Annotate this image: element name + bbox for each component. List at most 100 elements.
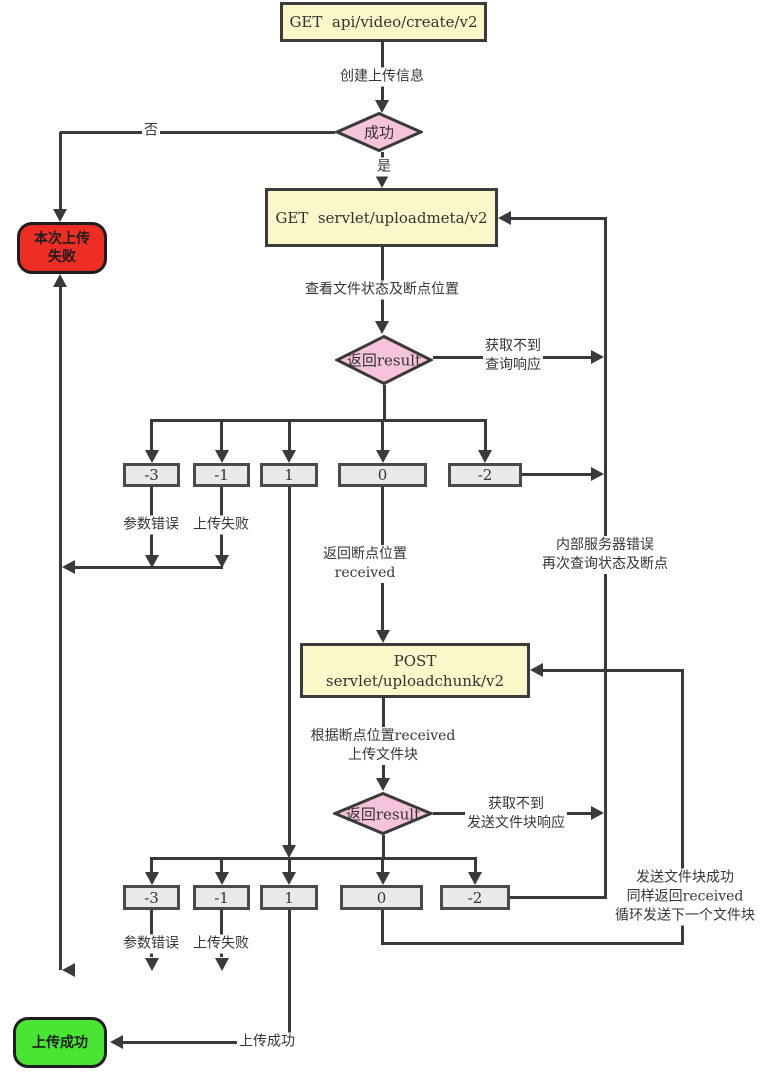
r2-code-minus3: -3 [123,885,180,910]
edge-split2-drop1 [150,858,153,873]
r1-code-zero-label: 0 [377,466,388,484]
edge-label-check-status: 查看文件状态及断点位置 [303,280,461,300]
edge-label-yes: 是 [375,157,393,177]
start-box-label: GET api/video/create/v2 [289,13,478,31]
arrow-r1-minus1-merge [214,555,229,568]
edge-label-chunk-success: 发送文件块成功 同样返回received 循环发送下一个文件块 [613,868,757,926]
arrow-into-result1-diamond [375,321,389,334]
result1-diamond-label: 返回result [346,351,422,370]
r2-code-minus2-label: -2 [467,888,483,907]
uploadchunk-box-label-1: POST [393,651,437,670]
edge-label-chunk-success-3: 循环发送下一个文件块 [615,907,755,924]
edge-label-upload-chunk-1: 根据断点位置received [310,728,456,744]
arrow-into-r2-minus3 [144,872,159,885]
r2-code-minus1-label: -1 [214,888,229,907]
edge-label-no-chunk-response-1: 获取不到 [488,796,544,812]
edge-label-received-1: 返回断点位置 [323,546,407,562]
upload-success-box: 上传成功 [13,1017,107,1068]
r1-code-minus2-label: -2 [477,466,493,484]
arrow-into-result2-diamond [376,778,390,791]
edge-to-success-box [123,1040,291,1044]
edge-loop-to-post [543,668,684,672]
uploadmeta-box-label: GET servlet/uploadmeta/v2 [275,208,488,227]
edge-result1-down [382,385,386,420]
arrow-fail1-into-trunk [62,560,75,574]
arrow-into-r2-minus1 [214,872,229,885]
edge-label-server-error-2: 再次查询状态及断点 [542,556,668,572]
edge-label-no-chunk-response: 获取不到 发送文件块响应 [465,795,567,833]
edge-r2-minus2-right [510,895,607,899]
r2-code-one: 1 [260,885,318,910]
arrow-into-r1-minus3 [144,450,159,463]
r1-code-minus3: -3 [123,463,180,487]
edge-label-received: 返回断点位置 received [321,545,409,583]
edge-label-no-query-response-1: 获取不到 [485,338,541,354]
result2-diamond-label: 返回result [345,805,421,823]
arrow-noquery-into-trunk [591,350,604,364]
success-diamond-shape [335,112,423,152]
arrow-into-r2-zero [375,872,390,885]
arrow-r1-one-into-splitter2 [282,845,296,858]
r2-code-minus1: -1 [193,885,250,910]
edge-label-chunk-success-2: 同样返回received [626,888,744,905]
upload-failed-label-2: 失败 [48,249,76,265]
arrow-into-r1-minus2 [478,450,492,463]
r2-code-minus3-label: -3 [144,888,159,907]
edge-label-no-query-response: 获取不到 查询响应 [483,337,543,375]
result1-diamond: 返回result [335,335,433,385]
arrow-r1-minus2-into-trunk [591,467,604,481]
edge-result2-down [381,835,385,858]
arrow-into-meta-right [498,211,511,225]
uploadchunk-box-label-2: servlet/uploadchunk/v2 [325,671,505,690]
edge-split1-drop5 [483,420,487,451]
edge-split1-drop1 [150,420,153,451]
r2-code-zero-label: 0 [376,888,387,907]
arrow-r1-minus3-merge [144,555,159,568]
edge-split1-drop2 [220,420,223,451]
edge-no-down [58,132,62,210]
edge-split2-drop2 [220,858,223,873]
edge-label-no: 否 [142,121,160,141]
edge-label-upload-success: 上传成功 [237,1032,297,1052]
r2-code-one-label: 1 [284,888,294,907]
edge-label-r2-param-error: 参数错误 [121,934,181,954]
edge-split1-drop4 [381,420,384,451]
edge-label-r2-upload-fail: 上传失败 [191,934,251,954]
arrow-into-post-right [530,663,543,677]
edge-split2-drop4 [381,858,384,873]
edge-label-r1-upload-fail: 上传失败 [191,515,251,535]
arrow-nochunk-into-trunk [591,806,604,820]
arrow-into-r2-one [282,872,296,885]
edge-label-r1-param-error: 参数错误 [121,515,181,535]
arrow-into-r2-minus2 [468,872,482,885]
r1-code-one-label: 1 [284,466,294,484]
arrow-r2-minus1-merge [214,958,229,971]
r2-code-minus2: -2 [440,885,510,910]
arrow-into-r1-minus1 [214,450,229,463]
result1-diamond-shape [335,335,433,385]
edge-split1-drop3 [287,420,291,451]
success-diamond: 成功 [335,112,423,152]
uploadmeta-box: GET servlet/uploadmeta/v2 [265,188,498,247]
r1-code-minus1: -1 [193,463,250,487]
edge-r2-one-down [287,910,291,1043]
edge-label-server-error-1: 内部服务器错误 [556,537,654,553]
start-box: GET api/video/create/v2 [280,2,487,42]
edge-r2-minus3-down [150,910,153,957]
edge-retry-to-meta [511,216,607,220]
edge-fail-trunk [58,287,62,970]
result2-diamond-shape [333,792,433,835]
edge-r2-minus1-down [220,910,223,957]
upload-failed-label-1: 本次上传 [34,231,90,247]
edge-loop-trunk [680,670,684,944]
edge-r2-zero-down [381,910,384,944]
edge-r1-one-down [287,487,291,846]
r1-code-minus1-label: -1 [214,466,229,484]
edge-label-upload-chunk-2: 上传文件块 [348,747,418,763]
edge-split2-drop3 [287,858,291,873]
edge-splitter1 [150,418,487,422]
arrow-into-success-box [110,1035,123,1049]
edge-label-received-2: received [334,565,396,581]
upload-failed-box: 本次上传 失败 [17,222,107,274]
